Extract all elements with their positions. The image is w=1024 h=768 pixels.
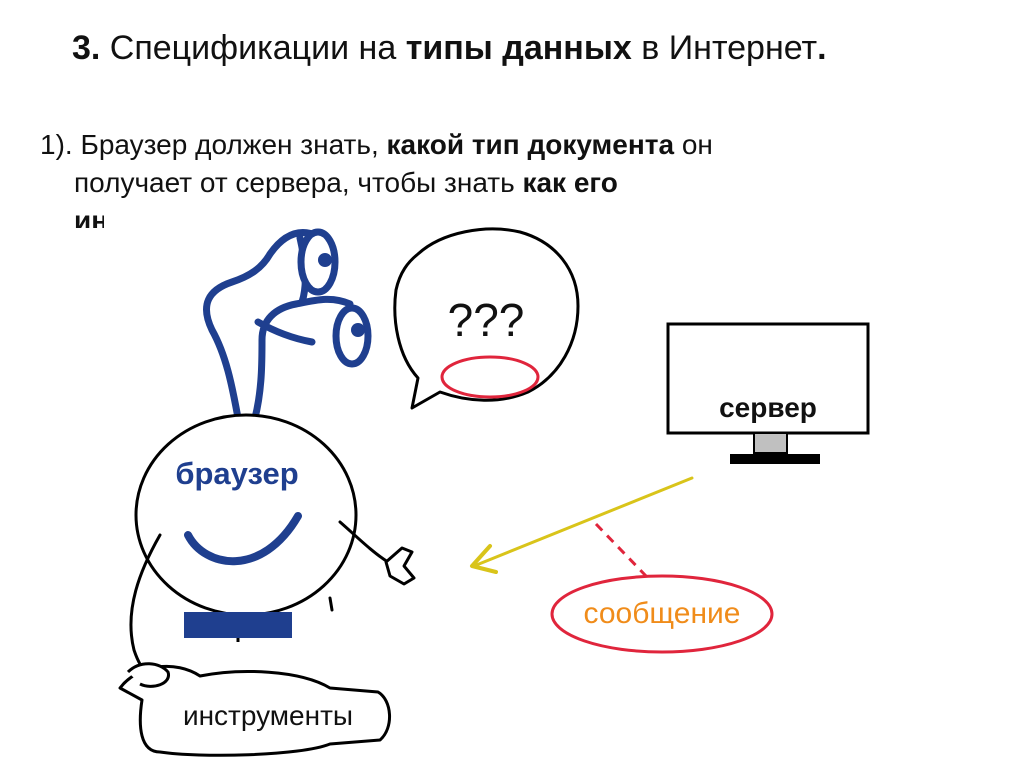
title-number: 3. <box>72 29 101 67</box>
eye-lower-white <box>332 304 372 368</box>
bullet-paragraph: 1). Браузер должен знать, какой тип доку… <box>40 126 900 240</box>
tools-label: инструменты <box>183 700 353 731</box>
arms <box>129 520 416 680</box>
message-pointer <box>594 522 648 578</box>
bullet-line-2: получает от сервера, чтобы знать как его <box>40 164 900 202</box>
tools-bag <box>118 664 391 757</box>
eye-upper <box>297 228 339 296</box>
bullet-line-3-cut: ин <box>74 205 109 228</box>
eye-upper-white <box>297 228 339 296</box>
bullet-bold-2: как его <box>522 167 618 198</box>
bubble-mouth <box>440 355 540 399</box>
tools-hand <box>126 662 170 688</box>
stalk-right <box>251 295 354 422</box>
message-label: сообщение <box>584 597 741 630</box>
browser-label: браузер <box>175 456 298 491</box>
title-end: . <box>817 29 827 67</box>
server-label: сервер <box>719 392 817 423</box>
smile <box>184 512 302 566</box>
server-base <box>730 454 820 464</box>
bullet-line-2-text: получает от сервера, чтобы знать <box>74 167 523 198</box>
arm-mark <box>328 596 334 612</box>
message-arrow-line <box>472 476 694 568</box>
eye-lower-pupil <box>351 323 365 337</box>
bullet-bold-1: какой тип документа <box>386 129 675 160</box>
hand-right <box>384 546 416 586</box>
stand-base <box>184 612 292 638</box>
title-text-2: в Интернет <box>631 29 818 67</box>
bullet-line-3: ин <box>40 202 900 240</box>
browser-body <box>134 413 358 617</box>
eye-upper-pupil <box>318 253 332 267</box>
slide-title: 3. Спецификации на типы данных в Интерне… <box>72 26 827 70</box>
message-ellipse <box>550 574 774 654</box>
bullet-prefix: 1). Браузер должен знать, <box>40 129 387 160</box>
stalk-left <box>203 229 322 422</box>
server-neck <box>753 432 788 454</box>
speech-bubble <box>393 227 580 410</box>
message-arrowhead <box>470 544 498 574</box>
bullet-mid-1: он <box>674 129 713 160</box>
eye-lower <box>332 304 372 368</box>
question-marks: ??? <box>448 294 525 346</box>
stalk-link-2 <box>254 318 316 346</box>
title-text-1: Спецификации на <box>100 29 406 67</box>
title-bold: типы данных <box>405 29 632 67</box>
server-monitor: сервер <box>666 322 870 464</box>
